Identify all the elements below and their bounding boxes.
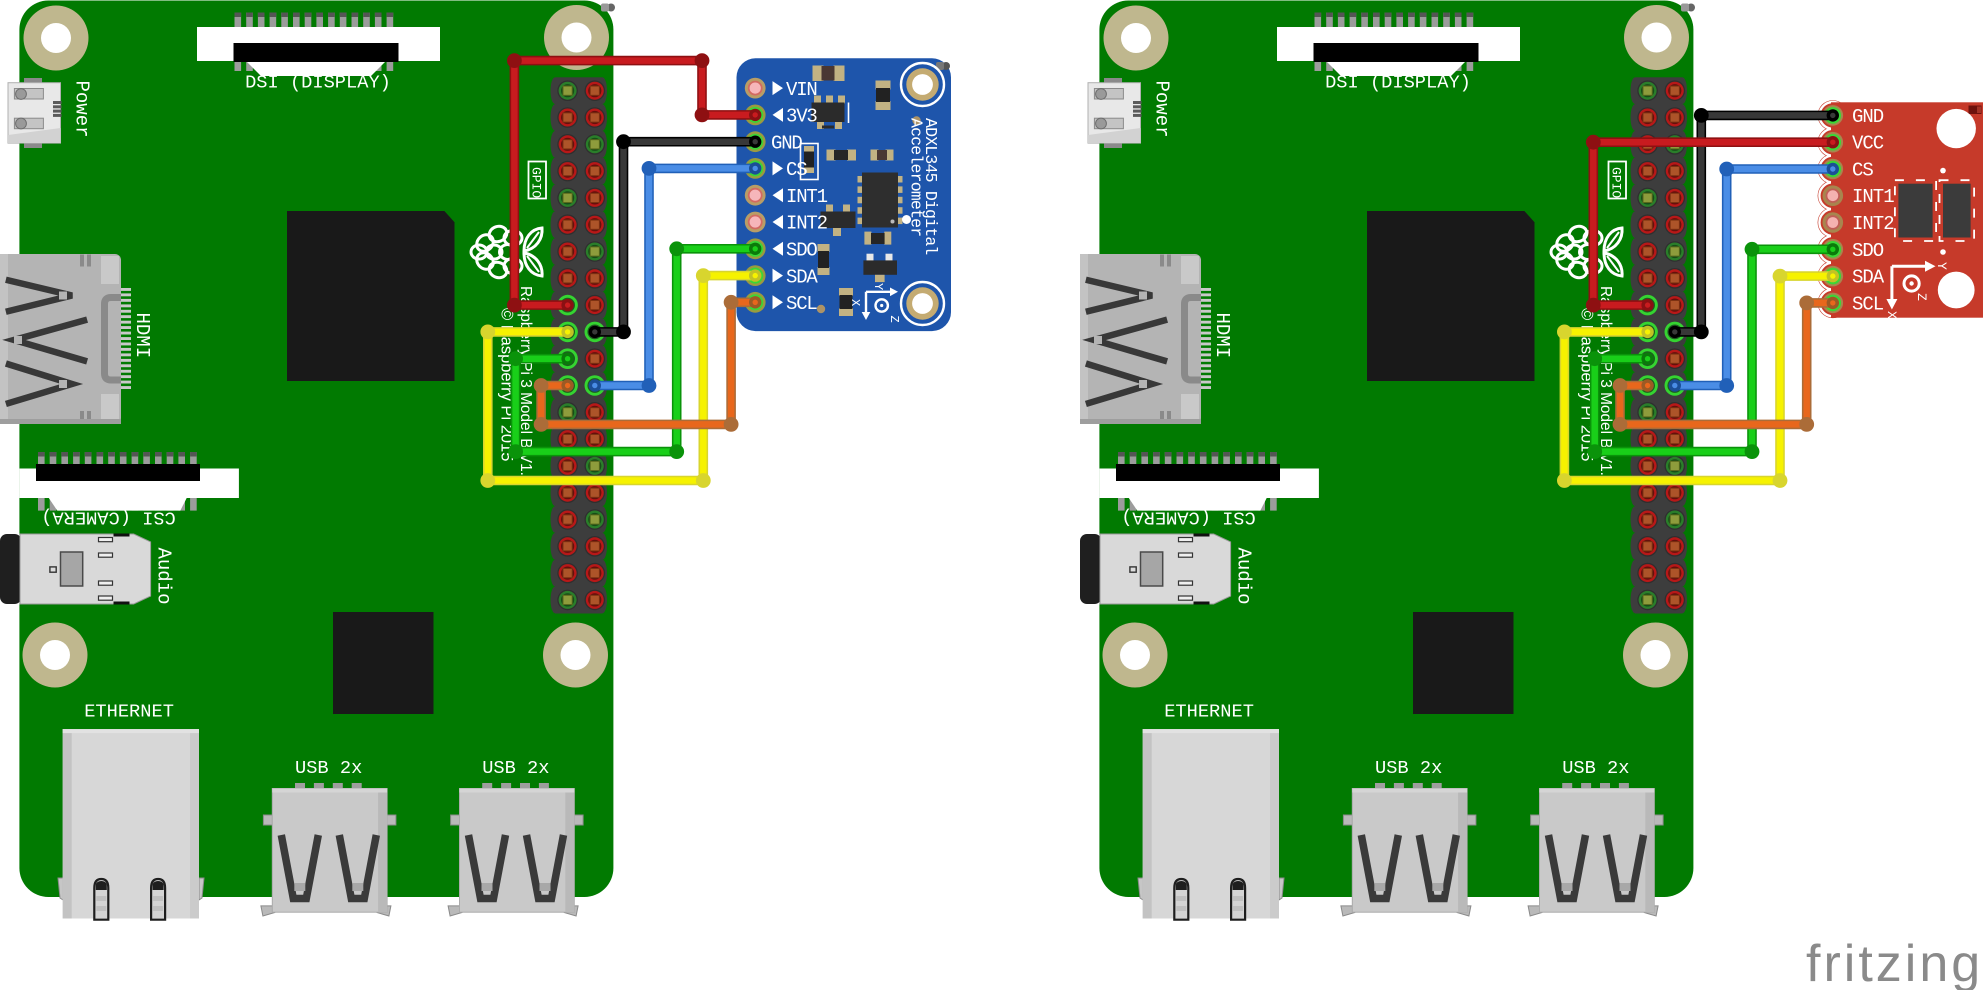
svg-text:CS: CS — [786, 159, 807, 181]
svg-text:SCL: SCL — [1852, 293, 1884, 315]
svg-text:INT1: INT1 — [786, 186, 828, 208]
svg-text:fritzing: fritzing — [1806, 935, 1983, 990]
svg-text:SDA: SDA — [1852, 267, 1885, 289]
svg-text:Z: Z — [887, 316, 901, 323]
svg-text:VIN: VIN — [786, 79, 817, 101]
svg-text:ADXL345 Digital: ADXL345 Digital — [921, 118, 940, 255]
svg-text:SDO: SDO — [786, 240, 817, 262]
svg-text:VCC: VCC — [1852, 133, 1884, 155]
svg-text:SDA: SDA — [786, 266, 818, 288]
svg-text:Y: Y — [871, 283, 885, 290]
svg-text:X: X — [848, 299, 862, 306]
svg-text:3V3: 3V3 — [786, 106, 817, 128]
svg-text:Accelerometer: Accelerometer — [906, 118, 925, 236]
svg-text:SDO: SDO — [1852, 240, 1884, 262]
svg-text:GND: GND — [1852, 106, 1884, 128]
svg-text:X: X — [1884, 311, 1899, 319]
svg-text:GND: GND — [771, 132, 802, 154]
svg-text:INT2: INT2 — [786, 213, 828, 235]
svg-text:SCL: SCL — [786, 293, 817, 315]
svg-text:Z: Z — [1914, 293, 1929, 301]
svg-text:CS: CS — [1852, 160, 1873, 182]
svg-text:Y: Y — [1934, 262, 1949, 270]
svg-text:INT1: INT1 — [1852, 186, 1894, 208]
svg-text:INT2: INT2 — [1852, 213, 1894, 235]
